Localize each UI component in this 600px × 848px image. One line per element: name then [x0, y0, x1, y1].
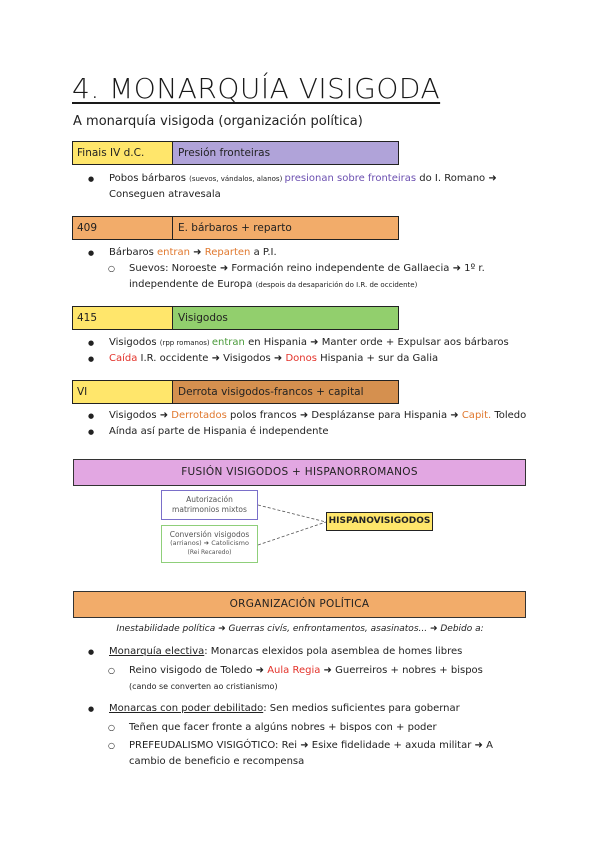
- list-item: Visigodos (rpp romanos) entran en Hispan…: [88, 335, 538, 351]
- list-item: PREFEUDALISMO VISIGÓTICO: Rei ➜ Esixe fi…: [88, 738, 538, 770]
- list-vi: Visigodos ➜ Derrotados polos francos ➜ D…: [88, 408, 538, 440]
- list-item: Pobos bárbaros (suevos, vándalos, alanos…: [88, 171, 528, 203]
- header-date: VI: [73, 381, 173, 403]
- fusion-box-conversion: Conversión visigodos(arrianos) ➜ Catolic…: [161, 525, 258, 563]
- header-vi: VI Derrota visigodos-francos + capital: [72, 380, 399, 404]
- list-item: Monarcas con poder debilitado: Sen medio…: [88, 701, 538, 717]
- header-topic: Visigodos: [173, 307, 398, 329]
- list-item: Monarquía electiva: Monarcas elexidos po…: [88, 644, 538, 660]
- list-item: Reino visigodo de Toledo ➜ Aula Regia ➜ …: [88, 663, 538, 695]
- header-415: 415 Visigodos: [72, 306, 399, 330]
- header-topic: Presión fronteiras: [173, 142, 398, 164]
- list-org: Monarquía electiva: Monarcas elexidos po…: [88, 642, 538, 770]
- list-item: Suevos: Noroeste ➜ Formación reino indep…: [88, 261, 528, 293]
- header-date: 415: [73, 307, 173, 329]
- header-topic: Derrota visigodos-francos + capital: [173, 381, 398, 403]
- page-title: 4. MONARQUÍA VISIGODA: [72, 72, 441, 105]
- list-finais-iv: Pobos bárbaros (suevos, vándalos, alanos…: [88, 171, 528, 203]
- org-title-box: ORGANIZACIÓN POLÍTICA: [73, 591, 526, 618]
- header-date: Finais IV d.C.: [73, 142, 173, 164]
- list-item: Teñen que facer fronte a algúns nobres +…: [88, 720, 538, 736]
- org-intro: Inestabilidade política ➜ Guerras civís,…: [116, 624, 484, 634]
- hispanovisigodos-box: HISPANOVISIGODOS: [326, 512, 433, 531]
- list-item: Visigodos ➜ Derrotados polos francos ➜ D…: [88, 408, 538, 424]
- header-topic: E. bárbaros + reparto: [173, 217, 398, 239]
- list-item: Aínda así parte de Hispania é independen…: [88, 424, 538, 440]
- fusion-connector-lines: [258, 504, 327, 546]
- page-subtitle: A monarquía visigoda (organización polít…: [73, 114, 363, 129]
- fusion-title-box: FUSIÓN VISIGODOS + HISPANORROMANOS: [73, 459, 526, 486]
- list-item: Bárbaros entran ➜ Reparten a P.I.: [88, 245, 528, 261]
- header-finais-iv: Finais IV d.C. Presión fronteiras: [72, 141, 399, 165]
- list-415: Visigodos (rpp romanos) entran en Hispan…: [88, 335, 538, 367]
- header-date: 409: [73, 217, 173, 239]
- header-409: 409 E. bárbaros + reparto: [72, 216, 399, 240]
- list-409: Bárbaros entran ➜ Reparten a P.I. Suevos…: [88, 245, 528, 293]
- list-item: Caída I.R. occidente ➜ Visigodos ➜ Donos…: [88, 351, 538, 367]
